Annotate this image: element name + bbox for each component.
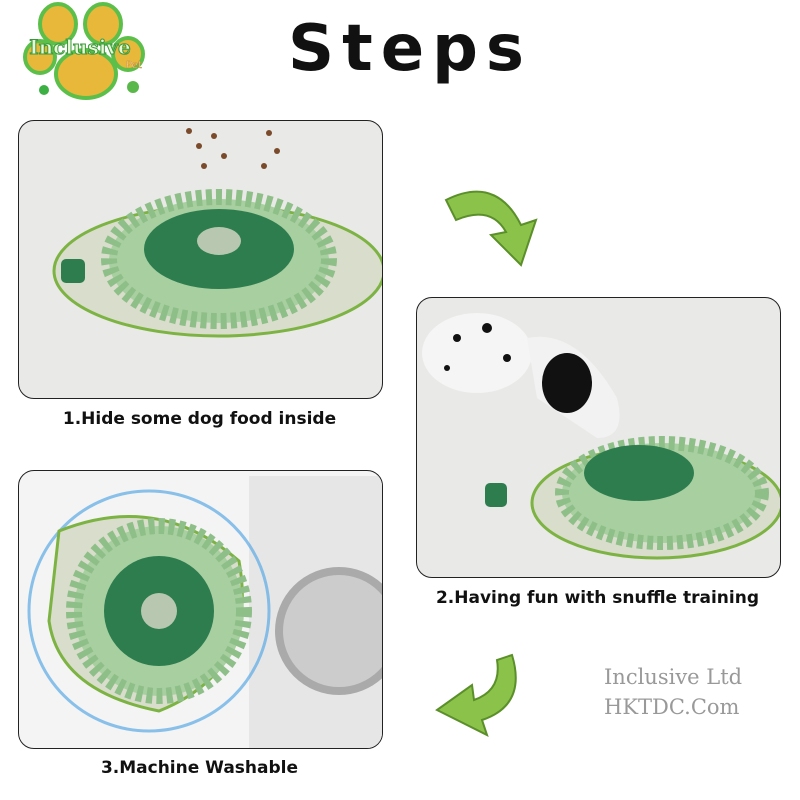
page-title: Steps — [288, 12, 532, 86]
brand-logo: Inclusive Pet — [8, 2, 158, 102]
watermark-line2: HKTDC.Com — [604, 695, 740, 719]
step-1-image — [18, 120, 383, 399]
step-2-image — [416, 297, 781, 578]
curved-arrow-icon — [432, 645, 527, 744]
step-3-caption: 3.Machine Washable — [100, 758, 299, 778]
watermark-line1: Inclusive Ltd — [604, 665, 743, 689]
step-1-caption: 1.Hide some dog food inside — [62, 409, 337, 429]
step-2-caption: 2.Having fun with snuffle training — [435, 588, 760, 608]
svg-text:Inclusive: Inclusive — [29, 35, 130, 59]
svg-text:Pet: Pet — [126, 60, 142, 71]
curved-arrow-icon — [436, 180, 546, 279]
watermark: Inclusive Ltd HKTDC.Com — [604, 662, 742, 722]
step-3-image — [18, 470, 383, 749]
